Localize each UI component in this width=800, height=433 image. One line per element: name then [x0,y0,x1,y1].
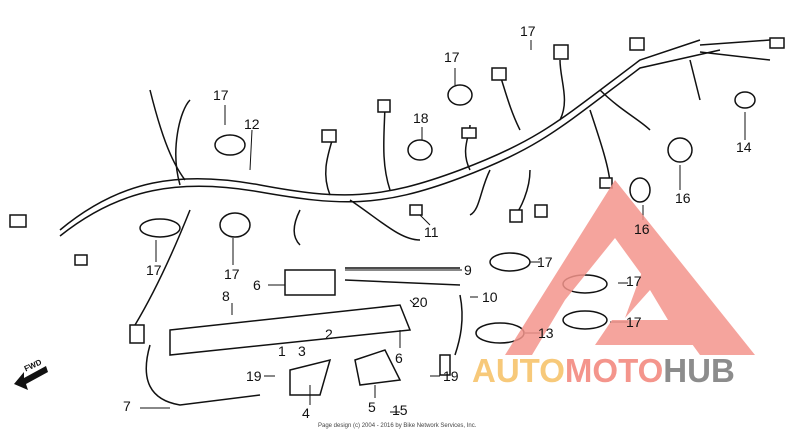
callout-17: 17 [520,23,536,39]
callout-13: 13 [538,325,554,341]
callout-2: 2 [325,326,333,342]
watermark-auto: AUTO [472,352,565,389]
callout-17: 17 [537,254,553,270]
callout-17: 17 [444,49,460,65]
callout-1: 1 [278,343,286,359]
callout-17: 17 [626,273,642,289]
callout-10: 10 [482,289,498,305]
callout-17: 17 [224,266,240,282]
callout-18: 18 [413,110,429,126]
callout-16: 16 [634,221,650,237]
watermark-triangle-logo [505,180,755,355]
credit-text: Page design (c) 2004 - 2016 by Bike Netw… [318,423,477,429]
callout-9: 9 [464,262,472,278]
callout-17: 17 [146,262,162,278]
fwd-arrow-icon [14,366,48,390]
callout-11: 11 [424,224,439,240]
callout-19: 19 [443,368,459,384]
clamps [139,84,756,344]
watermark-hub: HUB [663,352,735,389]
ignition-parts [145,267,463,406]
callout-15: 15 [392,402,408,418]
watermark-moto: MOTO [564,352,664,389]
watermark-logo-text: AUTOMOTOHUB [472,354,735,388]
callout-16: 16 [675,190,691,206]
callout-8: 8 [222,288,230,304]
callout-4: 4 [302,405,310,421]
callout-17: 17 [626,314,642,330]
callout-20: 20 [412,294,428,310]
connectors [9,37,785,344]
callout-14: 14 [736,139,752,155]
callout-19: 19 [246,368,262,384]
callout-3: 3 [298,343,306,359]
callout-12: 12 [244,116,260,132]
callout-6: 6 [395,350,403,366]
callout-17: 17 [213,87,229,103]
callout-5: 5 [368,399,376,415]
harness [59,39,771,326]
callout-7: 7 [123,398,131,414]
callout-6: 6 [253,277,261,293]
